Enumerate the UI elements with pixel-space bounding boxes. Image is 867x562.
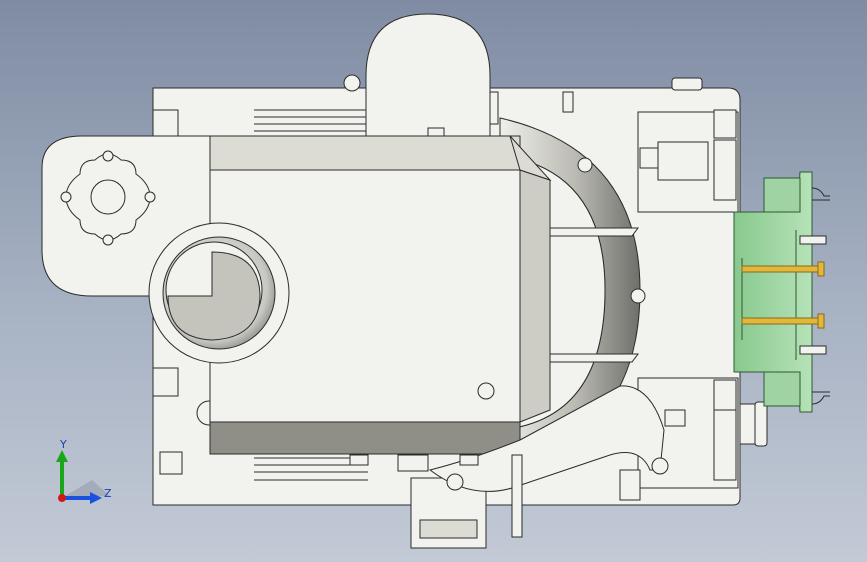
pump-assembly[interactable] bbox=[41, 13, 830, 549]
manifold-flange bbox=[763, 177, 801, 213]
connector-1 bbox=[799, 235, 827, 245]
bottom-pad-3 bbox=[459, 454, 479, 466]
housing-tab bbox=[562, 91, 574, 113]
ring-bolt-2 bbox=[630, 288, 646, 304]
rib-bottom bbox=[547, 353, 639, 363]
bottom-pad-1 bbox=[349, 454, 369, 466]
hose-top bbox=[811, 187, 830, 201]
flange-bore bbox=[90, 179, 126, 215]
flange-bolt-hole-top bbox=[102, 150, 114, 162]
vertical-bar bbox=[489, 91, 499, 125]
lever-bolt bbox=[446, 473, 464, 491]
right-side-panel-3 bbox=[713, 379, 737, 411]
rib-top bbox=[547, 227, 639, 237]
cover-right-top bbox=[509, 135, 552, 182]
y-axis-arrow bbox=[56, 450, 68, 462]
bolt-shaft-2 bbox=[741, 317, 821, 325]
flange-bolt-hole-bottom bbox=[102, 234, 114, 246]
axis-triad: Y Z bbox=[56, 440, 112, 504]
z-axis-arrow bbox=[90, 492, 102, 504]
z-axis-label: Z bbox=[104, 487, 112, 500]
right-side-panel-2 bbox=[713, 139, 737, 201]
flange-bolt-hole-right bbox=[144, 191, 156, 203]
manifold-flange-bottom bbox=[763, 371, 801, 407]
bottom-fins bbox=[254, 457, 368, 481]
bolt-shaft-1 bbox=[741, 265, 821, 273]
knob[interactable] bbox=[754, 401, 768, 447]
left-notch-upper bbox=[152, 109, 179, 139]
bolt-head-2 bbox=[817, 313, 825, 329]
ring-bolt-1 bbox=[577, 157, 593, 173]
connector-2 bbox=[799, 345, 827, 355]
inlet-bore-shadow bbox=[167, 251, 261, 341]
left-notch-bottom bbox=[159, 451, 183, 475]
right-side-panel bbox=[713, 109, 737, 139]
bolt-head-1 bbox=[817, 261, 825, 277]
cover-right-shade bbox=[519, 169, 551, 423]
cover-bottom-shade bbox=[209, 421, 521, 455]
top-right-boss bbox=[671, 77, 703, 91]
bottom-pad-2 bbox=[397, 454, 429, 472]
lever-post-2 bbox=[619, 469, 641, 501]
cover-screw bbox=[477, 382, 495, 400]
flange-lobes bbox=[65, 153, 151, 241]
lever-post bbox=[511, 454, 523, 538]
triad-plane bbox=[62, 480, 110, 498]
small-bracket bbox=[639, 147, 659, 169]
lever-pivot bbox=[651, 457, 669, 475]
small-bracket-2 bbox=[657, 141, 709, 181]
cover-top-shade bbox=[209, 135, 521, 171]
dome-screw bbox=[343, 74, 361, 92]
hose-bottom bbox=[811, 391, 830, 405]
y-axis-label: Y bbox=[59, 440, 67, 451]
fitting-right-1 bbox=[664, 409, 686, 427]
right-side-panel-4 bbox=[713, 409, 737, 481]
lever-arm[interactable] bbox=[428, 385, 665, 492]
bottom-bracket-inner bbox=[419, 519, 478, 539]
flange-bolt-hole-left bbox=[60, 191, 72, 203]
top-dome[interactable] bbox=[365, 13, 491, 137]
left-notch-lower bbox=[152, 367, 179, 397]
origin-dot bbox=[58, 494, 66, 502]
top-fins bbox=[254, 109, 368, 132]
